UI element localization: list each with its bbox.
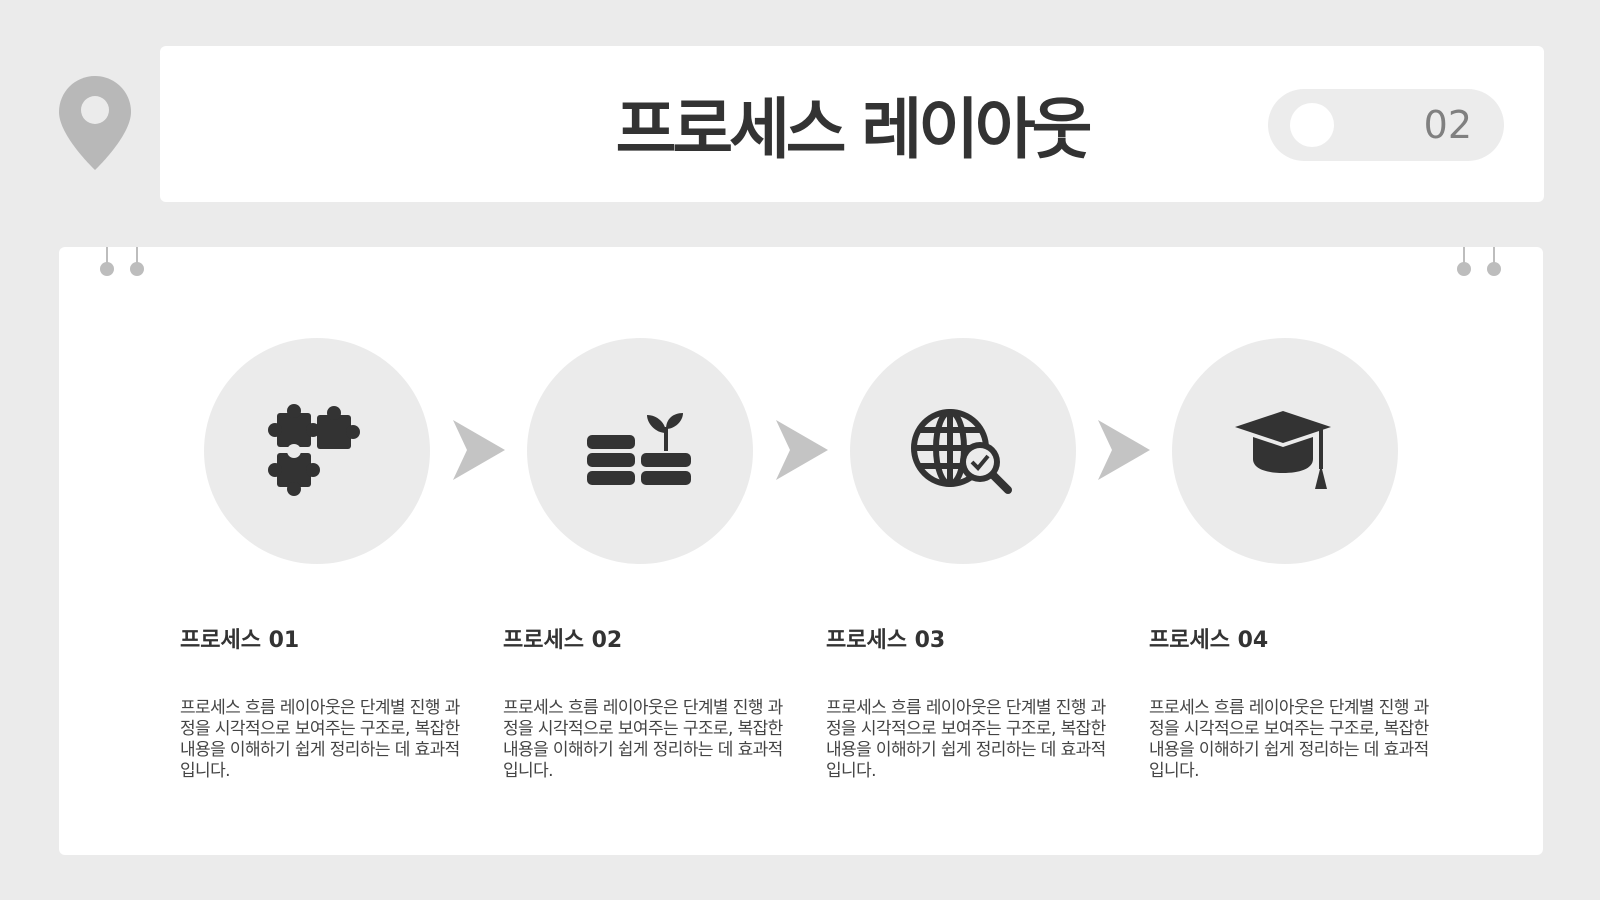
binder-clip xyxy=(130,247,144,277)
step-4-title: 프로세스 04 xyxy=(1149,628,1269,653)
header-card: 프로세스 레이아웃 02 xyxy=(160,46,1544,202)
step-1-description: 프로세스 흐름 레이아웃은 단계별 진행 과정을 시각적으로 보여주는 구조로,… xyxy=(180,698,460,781)
step-4-icon-circle xyxy=(1172,338,1398,564)
page-title: 프로세스 레이아웃 xyxy=(615,91,1093,168)
binder-clip xyxy=(1487,247,1501,277)
step-1-icon-circle xyxy=(204,338,430,564)
binder-clip xyxy=(100,247,114,277)
step-1-title: 프로세스 01 xyxy=(180,628,300,653)
step-3-description: 프로세스 흐름 레이아웃은 단계별 진행 과정을 시각적으로 보여주는 구조로,… xyxy=(826,698,1106,781)
step-3-title: 프로세스 03 xyxy=(826,628,946,653)
coins-sprout-icon xyxy=(587,413,691,485)
step-2-description: 프로세스 흐름 레이아웃은 단계별 진행 과정을 시각적으로 보여주는 구조로,… xyxy=(503,698,783,781)
step-3-icon-circle xyxy=(850,338,1076,564)
step-4-description: 프로세스 흐름 레이아웃은 단계별 진행 과정을 시각적으로 보여주는 구조로,… xyxy=(1149,698,1429,781)
puzzle-icon xyxy=(268,404,360,496)
binder-clip xyxy=(1457,247,1471,277)
page-indicator-dot xyxy=(1290,103,1334,147)
chevron-right-icon xyxy=(776,420,828,480)
page-number: 02 xyxy=(1423,103,1472,147)
page-indicator: 02 xyxy=(1268,89,1504,161)
globe-search-icon xyxy=(911,409,1012,494)
graduation-cap-icon xyxy=(1235,411,1331,489)
map-pin-icon xyxy=(59,76,131,170)
step-2-icon-circle xyxy=(527,338,753,564)
step-2-title: 프로세스 02 xyxy=(503,628,623,653)
chevron-right-icon xyxy=(1098,420,1150,480)
chevron-right-icon xyxy=(453,420,505,480)
